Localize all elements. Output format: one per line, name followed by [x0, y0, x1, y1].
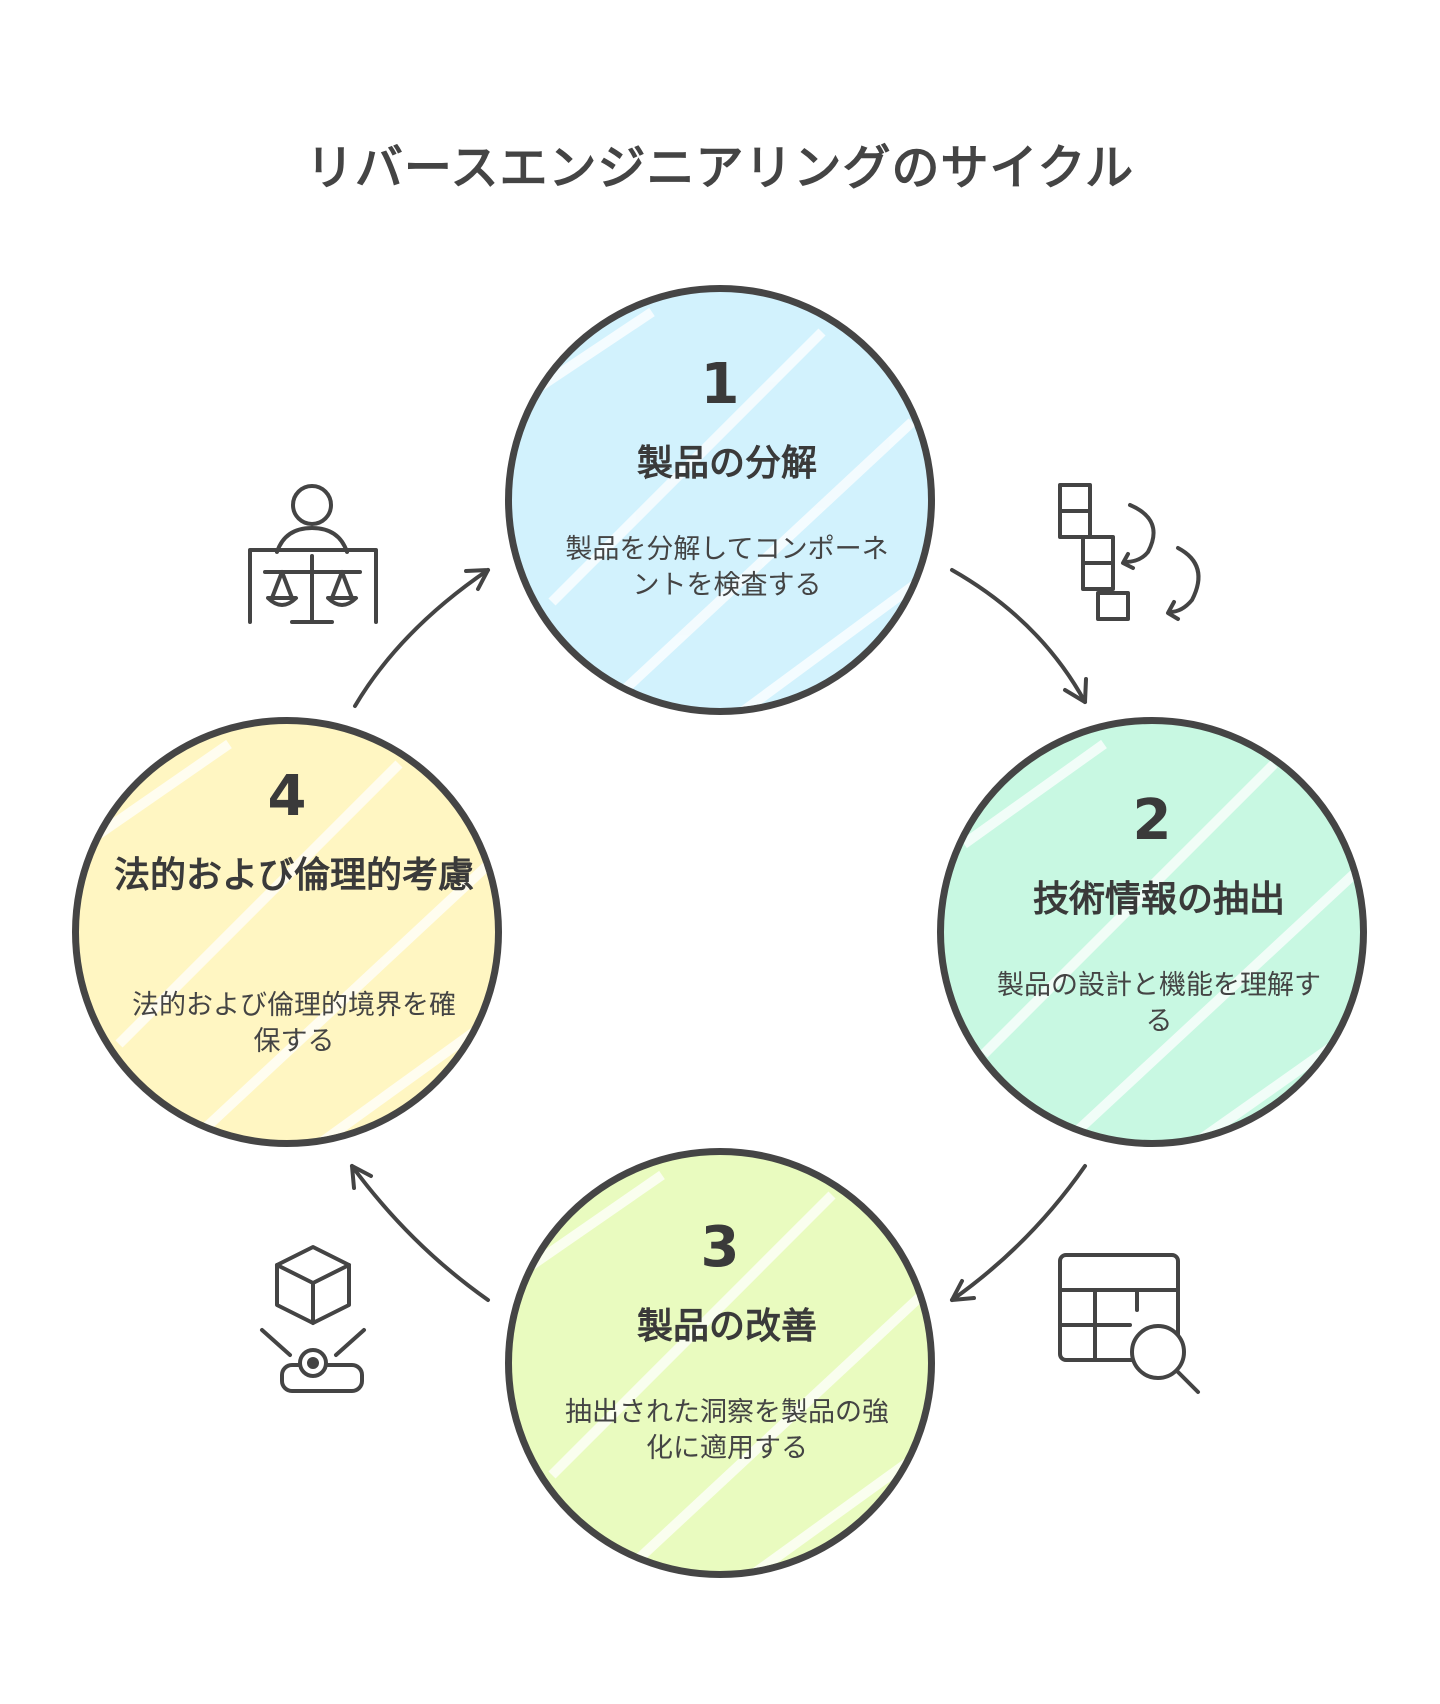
step-1-description: 製品を分解してコンポーネントを検査する: [565, 534, 889, 601]
step-1-number: 1: [700, 352, 740, 417]
step-4-description: 法的および倫理的境界を確保する: [132, 990, 456, 1057]
step-3-hatch: [529, 1170, 928, 1571]
cube-on-pedestal-icon: [260, 1245, 366, 1393]
disassembly-blocks-icon: [1058, 483, 1201, 621]
step-4-circle: 4 法的および倫理的考慮 法的および倫理的境界を確保する: [72, 717, 502, 1147]
arrow-3-to-4: [350, 1164, 490, 1302]
step-3-heading: 製品の改善: [636, 1306, 817, 1347]
arrow-2-to-3: [950, 1164, 1087, 1302]
step-2-circle: 2 技術情報の抽出 製品の設計と機能を理解する: [937, 717, 1367, 1147]
table-magnifier-icon: [1058, 1253, 1200, 1394]
step-2-description: 製品の設計と機能を理解する: [997, 970, 1321, 1037]
person-with-scales-icon: [248, 484, 378, 624]
step-3-number: 3: [700, 1215, 740, 1280]
step-3-description: 抽出された洞察を製品の強化に適用する: [565, 1397, 889, 1464]
arrow-1-to-2: [950, 568, 1087, 704]
step-2-heading: 技術情報の抽出: [1032, 879, 1285, 920]
step-1-heading: 製品の分解: [636, 443, 817, 484]
arrow-4-to-1: [353, 568, 490, 708]
step-2-number: 2: [1132, 788, 1172, 853]
step-3-circle: 3 製品の改善 抽出された洞察を製品の強化に適用する: [505, 1148, 935, 1578]
step-4-hatch: [96, 739, 495, 1140]
step-4-number: 4: [267, 764, 307, 829]
step-1-circle: 1 製品の分解 製品を分解してコンポーネントを検査する: [505, 285, 935, 715]
step-2-hatch: [961, 739, 1360, 1140]
step-1-hatch: [529, 307, 928, 708]
step-4-heading: 法的および倫理的考慮: [113, 855, 474, 896]
diagram-title: リバースエンジニアリングのサイクル: [305, 140, 1135, 196]
